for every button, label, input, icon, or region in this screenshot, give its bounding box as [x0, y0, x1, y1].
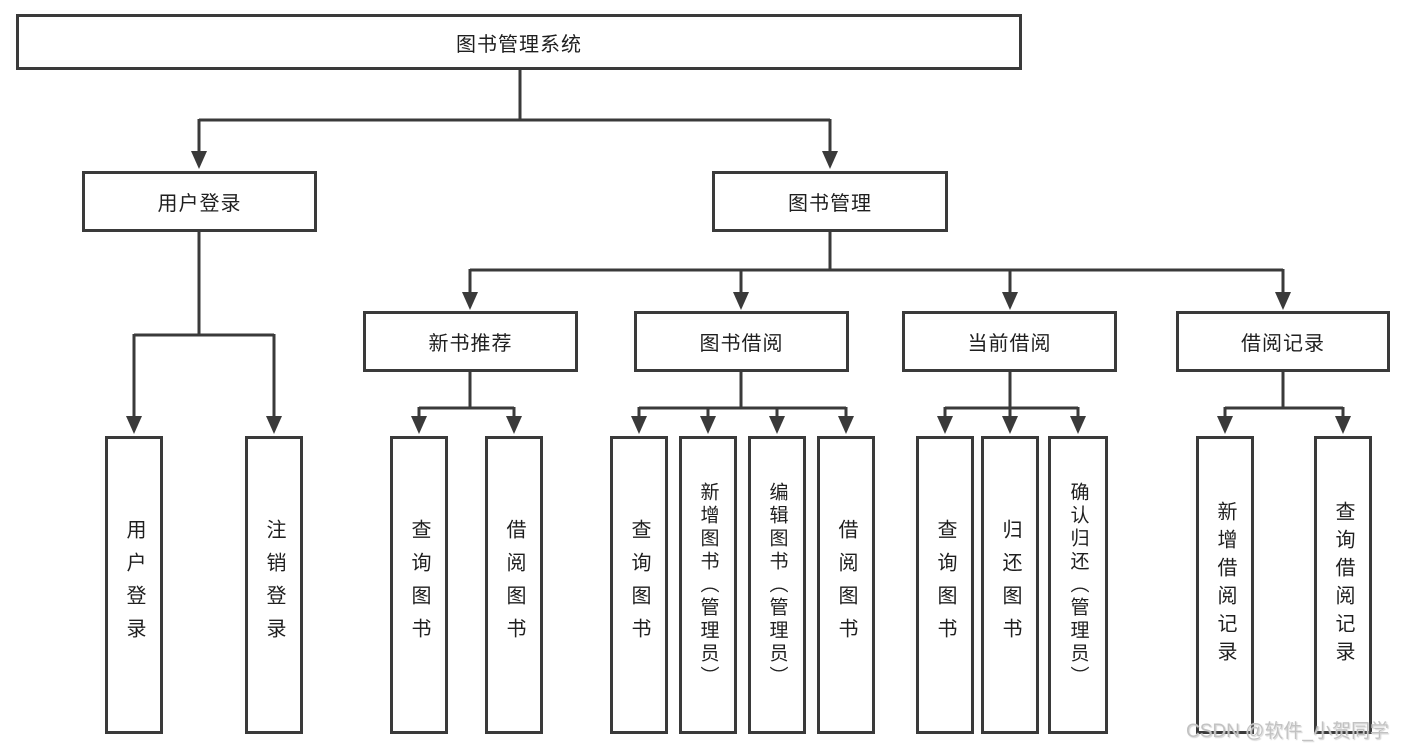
- node-root-label: 图书管理系统: [456, 33, 582, 56]
- node-new-book-recommend-label: 新书推荐: [428, 333, 513, 355]
- node-user-login: 用户登录: [82, 171, 317, 232]
- leaf-borrow-book: 借阅图书: [817, 436, 875, 734]
- node-root: 图书管理系统: [16, 14, 1022, 70]
- node-book-borrow-label: 图书借阅: [699, 333, 784, 355]
- leaf-edit-book-admin: 编辑图书（管理员）: [748, 436, 806, 734]
- node-borrow-record-label: 借阅记录: [1241, 333, 1325, 355]
- node-book-management-label: 图书管理: [788, 193, 872, 215]
- node-book-management: 图书管理: [712, 171, 948, 232]
- leaf-borrow-query-book: 查询图书: [610, 436, 668, 734]
- node-book-borrow: 图书借阅: [634, 311, 849, 372]
- node-borrow-record: 借阅记录: [1176, 311, 1390, 372]
- leaf-query-borrow-record: 查询借阅记录: [1314, 436, 1372, 734]
- leaf-recommend-query-book: 查询图书: [390, 436, 448, 734]
- leaf-current-query-book: 查询图书: [916, 436, 974, 734]
- leaf-add-book-admin: 新增图书（管理员）: [679, 436, 737, 734]
- node-current-borrow-label: 当前借阅: [967, 333, 1052, 355]
- node-new-book-recommend: 新书推荐: [363, 311, 578, 372]
- node-current-borrow: 当前借阅: [902, 311, 1117, 372]
- leaf-confirm-return-admin: 确认归还（管理员）: [1048, 436, 1108, 734]
- arrowheads: [126, 151, 1351, 434]
- leaf-user-login: 用户登录: [105, 436, 163, 734]
- node-user-login-label: 用户登录: [157, 193, 242, 215]
- leaf-add-borrow-record: 新增借阅记录: [1196, 436, 1254, 734]
- leaf-logout: 注销登录: [245, 436, 303, 734]
- leaf-recommend-borrow-book: 借阅图书: [485, 436, 543, 734]
- leaf-return-book: 归还图书: [981, 436, 1039, 734]
